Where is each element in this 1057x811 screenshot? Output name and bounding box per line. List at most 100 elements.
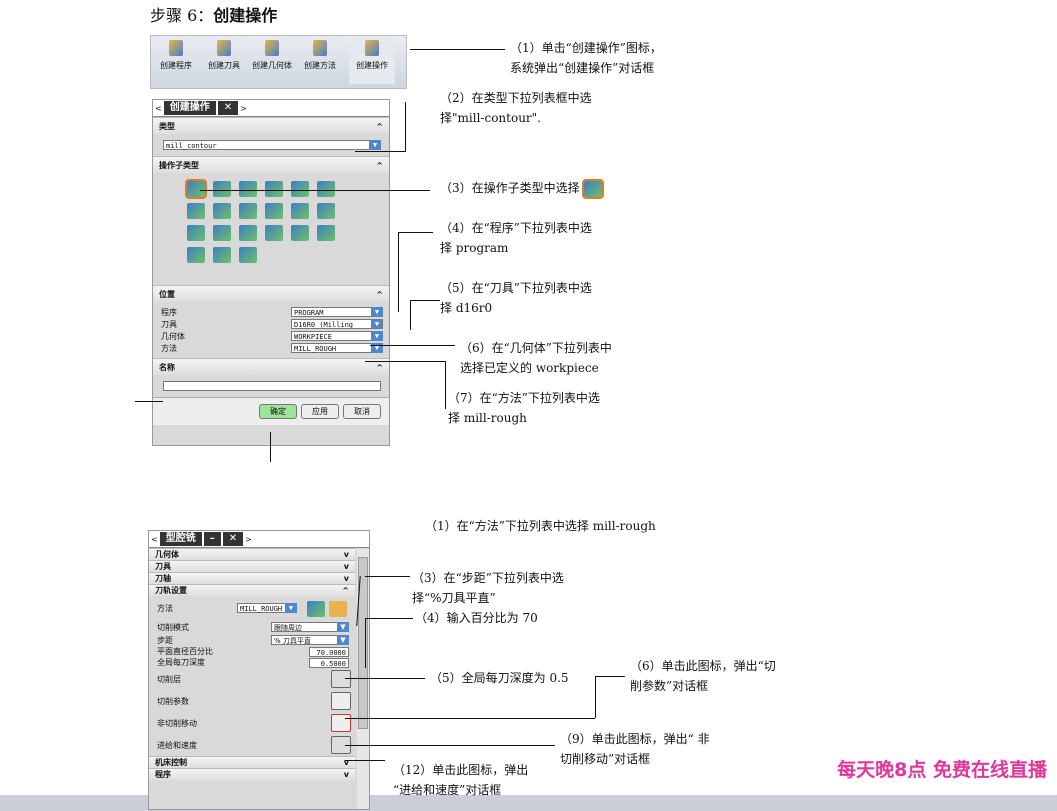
callout-2-6: （6）单击此图标，弹出“切削参数”对话框 (630, 656, 776, 696)
expand-icon: v (343, 758, 349, 767)
subtype-icon[interactable] (265, 203, 283, 219)
subtype-icon[interactable] (239, 181, 257, 197)
name-row (153, 375, 389, 397)
label: 创建几何体 (252, 61, 292, 70)
new-method-icon[interactable] (307, 601, 325, 617)
value: PROGRAM (294, 309, 324, 317)
field-label: 程序 (161, 307, 177, 317)
method-dropdown[interactable]: MILL_ROUGH▼ (237, 603, 297, 613)
minimize-icon[interactable]: – (203, 532, 221, 546)
section-label: 类型 (159, 121, 175, 131)
cut-mode-dropdown[interactable]: 跟随周边▼ (271, 622, 349, 632)
cut-params-icon[interactable] (331, 692, 351, 710)
next-icon[interactable]: > (245, 534, 252, 544)
subtype-icon[interactable] (239, 247, 257, 263)
subtype-icon[interactable] (317, 203, 335, 219)
close-icon[interactable]: ✕ (222, 532, 244, 546)
callout-text: （7）在“方法”下拉列表中选 (448, 391, 600, 405)
subtype-icon[interactable] (291, 225, 309, 241)
value: MILL_ROUGH (240, 605, 283, 613)
callout-1: （1）单击“创建操作”图标，系统弹出“创建操作”对话框 (510, 38, 662, 78)
subtype-icon[interactable] (213, 203, 231, 219)
subtype-icon[interactable] (213, 181, 231, 197)
stepover-dropdown[interactable]: % 刀具平直▼ (271, 635, 349, 645)
create-program-button[interactable]: 创建程序 (153, 38, 199, 71)
depth-input[interactable]: 0.5000 (309, 658, 349, 668)
field-label: 步距 (157, 635, 173, 645)
subtype-icon[interactable] (187, 225, 205, 241)
scrollbar-thumb[interactable] (358, 557, 368, 729)
non-cutting-moves-icon[interactable] (331, 714, 351, 732)
subtype-icon[interactable] (265, 225, 283, 241)
percent-input[interactable]: 70.0000 (309, 647, 349, 657)
tool-dropdown[interactable]: D16R0 (Milling▼ (291, 319, 383, 329)
cut-levels-icon[interactable] (331, 670, 351, 688)
callout-text: （3）在“步距”下拉列表中选 (412, 571, 564, 585)
program-dropdown[interactable]: PROGRAM ▼ (291, 307, 383, 317)
collapse-icon: ^ (376, 160, 383, 170)
create-method-button[interactable]: 创建方法 (297, 38, 343, 71)
collapse-icon: ^ (342, 586, 349, 595)
subtype-cavity-mill-icon[interactable] (185, 179, 207, 199)
subtype-icon[interactable] (265, 181, 283, 197)
callout-2-12: （12）单击此图标，弹出 “进给和速度”对话框 (393, 760, 528, 800)
prev-icon[interactable]: < (151, 534, 158, 544)
section-label: 几何体 (155, 550, 179, 559)
subtype-section[interactable]: 操作子类型^ (153, 156, 389, 173)
callout-text: 择 mill-rough (448, 411, 527, 425)
dropdown-arrow-icon: ▼ (371, 307, 383, 317)
subtype-icon[interactable] (213, 247, 231, 263)
subtype-icon[interactable] (213, 225, 231, 241)
create-operation-icon (365, 40, 379, 56)
type-dropdown[interactable]: mill_contour▼ (163, 140, 381, 150)
subtype-icon[interactable] (239, 225, 257, 241)
name-section[interactable]: 名称^ (153, 358, 389, 375)
expand-icon: v (343, 562, 349, 571)
callout-3: （3）在操作子类型中选择 (440, 178, 606, 199)
subtype-icon[interactable] (187, 203, 205, 219)
next-icon[interactable]: > (240, 103, 247, 113)
method-dropdown[interactable]: MILL_ROUGH▼ (291, 343, 383, 353)
feeds-row: 进给和速度 (149, 734, 355, 756)
collapse-icon: ^ (376, 289, 383, 299)
scrollbar[interactable] (357, 549, 369, 809)
callout-text: “进给和速度”对话框 (393, 783, 502, 797)
ok-button[interactable]: 确定 (259, 404, 297, 419)
subtype-icon[interactable] (239, 203, 257, 219)
prev-icon[interactable]: < (155, 103, 162, 113)
subtype-icon[interactable] (187, 247, 205, 263)
expand-icon: v (343, 574, 349, 583)
callout-text: （12）单击此图标，弹出 (393, 763, 529, 777)
callout-2: （2）在类型下拉列表框中选择"mill-contour". (440, 88, 592, 128)
create-operation-button[interactable]: 创建操作 (349, 38, 395, 84)
noncut-row: 非切削移动 (149, 712, 355, 734)
apply-button[interactable]: 应用 (301, 404, 339, 419)
name-input[interactable] (163, 381, 381, 391)
create-tool-button[interactable]: 创建刀具 (201, 38, 247, 71)
callout-2-1: （1）在“方法”下拉列表中选择 mill-rough (425, 519, 656, 533)
edit-method-icon[interactable] (329, 601, 347, 617)
type-section[interactable]: 类型^ (153, 117, 389, 134)
callout-7: （7）在“方法”下拉列表中选择 mill-rough (448, 388, 600, 428)
callout-2-3: （3）在“步距”下拉列表中选择“%刀具平直” (412, 568, 564, 608)
field-label: 非切削移动 (157, 718, 197, 728)
location-section[interactable]: 位置^ (153, 285, 389, 302)
subtype-icon[interactable] (317, 225, 335, 241)
callout-text: （3）在操作子类型中选择 (440, 181, 580, 195)
subtype-icon[interactable] (291, 181, 309, 197)
subtype-icon-grid (153, 173, 389, 285)
create-geometry-button[interactable]: 创建几何体 (249, 38, 295, 71)
close-icon[interactable]: ✕ (217, 101, 239, 115)
subtype-icon[interactable] (291, 203, 309, 219)
subtype-icon[interactable] (317, 181, 335, 197)
path-settings-section[interactable]: 刀轨设置^ (149, 584, 355, 596)
cancel-button[interactable]: 取消 (343, 404, 381, 419)
geometry-dropdown[interactable]: WORKPIECE▼ (291, 331, 383, 341)
